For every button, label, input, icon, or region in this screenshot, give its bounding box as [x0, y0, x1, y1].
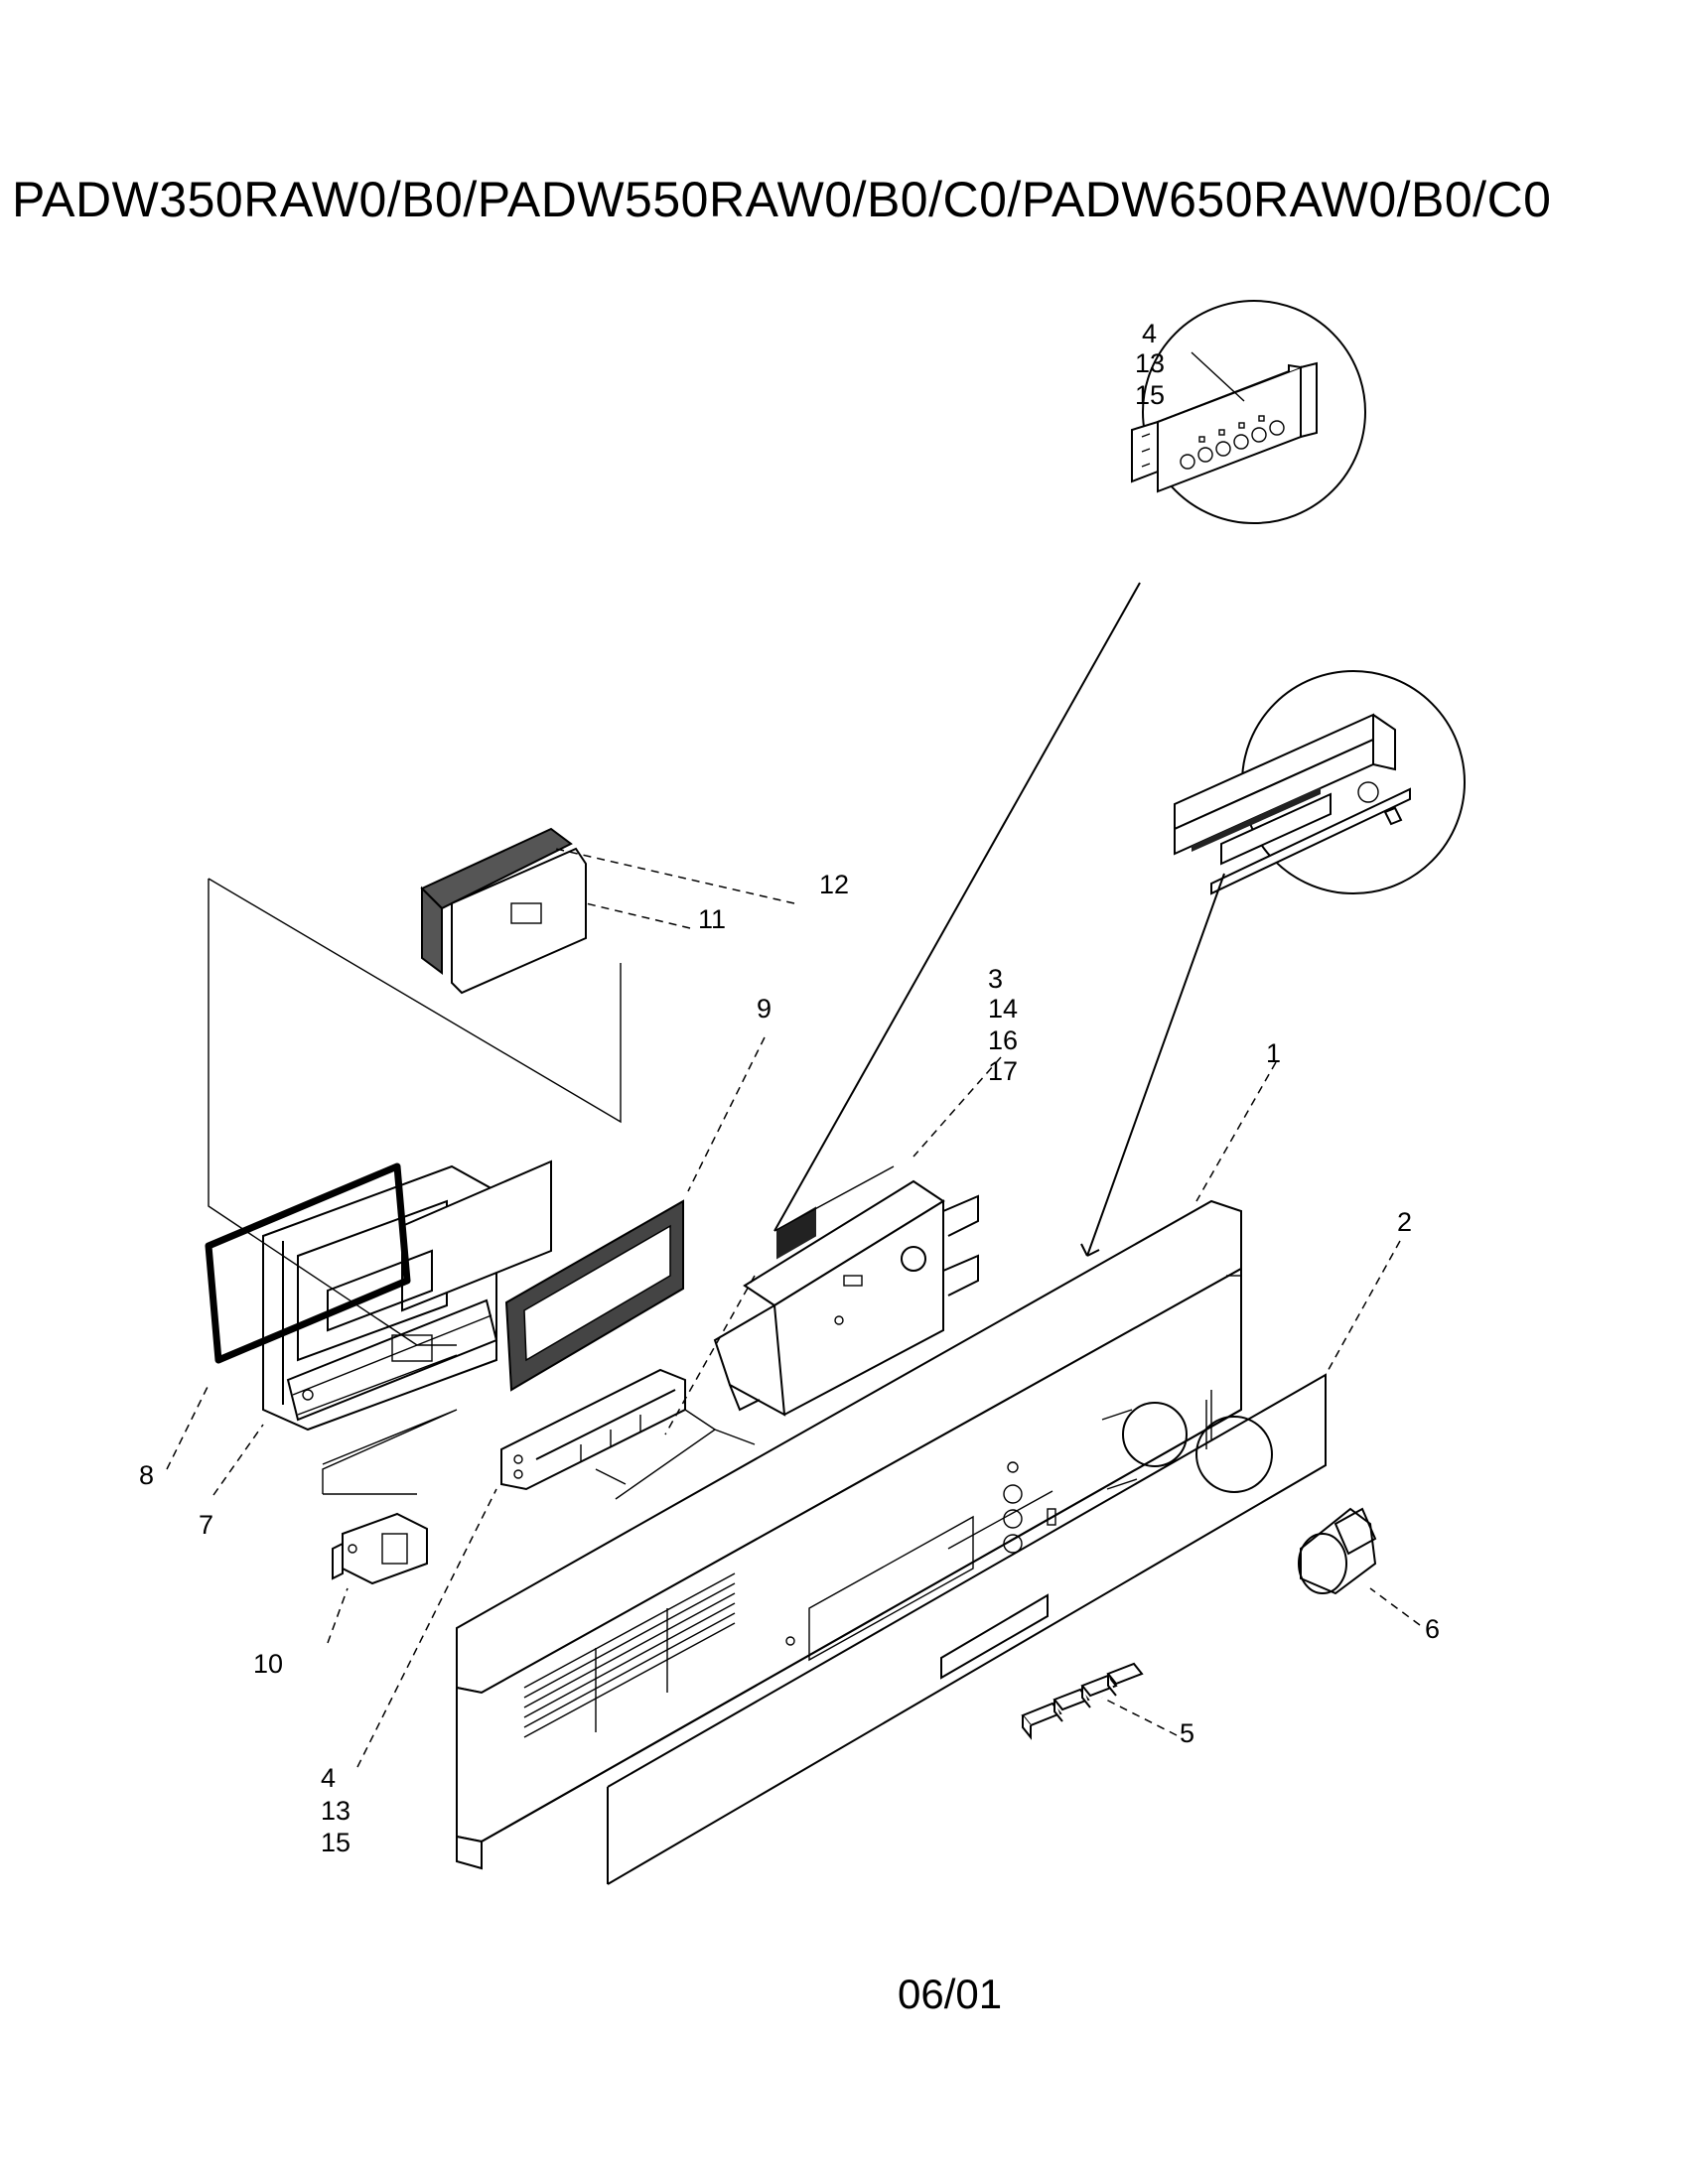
callout-13-bottom: 13: [321, 1796, 351, 1826]
item-11-12-rinse-aid-cap: [420, 827, 587, 995]
item-4-circuit-board: [500, 1368, 716, 1491]
item-6-knob: [1298, 1507, 1377, 1595]
revision-date: 06/01: [898, 1971, 1003, 2017]
callout-11: 11: [698, 904, 726, 934]
callout-15-bottom: 15: [321, 1828, 351, 1857]
item-3-timer: [713, 1165, 979, 1417]
callout-17: 17: [988, 1056, 1018, 1086]
leader-detail-top: [773, 582, 1141, 1232]
model-title: PADW350RAW0/B0/PADW550RAW0/B0/C0/PADW650…: [12, 172, 1552, 227]
item-7-dispenser: [262, 1160, 552, 1432]
item-8-gasket: [205, 1162, 411, 1364]
detail-circle-console: [1174, 670, 1466, 895]
callout-16: 16: [988, 1025, 1018, 1055]
item-1-control-console: [456, 1199, 1242, 1870]
callout-6: 6: [1425, 1614, 1440, 1644]
callout-3: 3: [988, 964, 1003, 994]
callout-15-top: 15: [1135, 380, 1165, 410]
callout-1: 1: [1266, 1038, 1281, 1068]
callout-14: 14: [988, 994, 1018, 1024]
callout-13-top: 13: [1135, 348, 1165, 378]
item-9-screen: [504, 1199, 684, 1392]
item-10-switch: [332, 1512, 428, 1585]
callout-4-bottom: 4: [321, 1763, 336, 1793]
callout-7: 7: [199, 1510, 213, 1540]
item-2-overlay: [607, 1373, 1327, 1885]
construction-lines: [208, 878, 756, 1500]
leader-detail-right: [1086, 873, 1225, 1257]
callout-10: 10: [253, 1649, 283, 1679]
leader-lines: [166, 848, 1421, 1768]
callout-8: 8: [139, 1460, 154, 1490]
callout-2: 2: [1397, 1207, 1412, 1237]
callout-4-top: 4: [1142, 319, 1157, 348]
item-5-push-buttons: [940, 1593, 1144, 1740]
callout-12: 12: [819, 870, 849, 899]
detail-circle-button-pad: [1131, 300, 1366, 524]
callout-5: 5: [1180, 1718, 1194, 1748]
leader-4-13-15-top: [1191, 351, 1245, 402]
callout-9: 9: [757, 994, 772, 1024]
